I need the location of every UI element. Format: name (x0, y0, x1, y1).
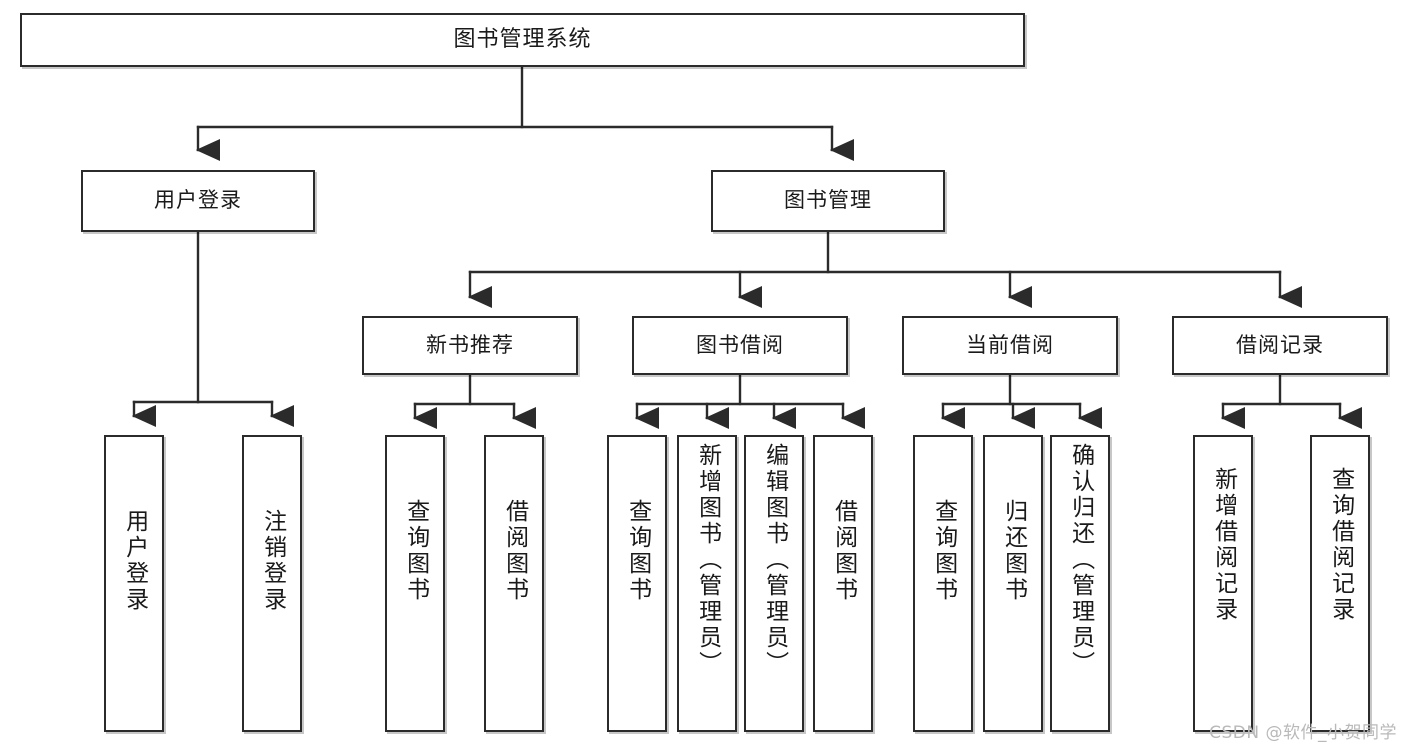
node-leaf-user-logout[interactable]: 注销登录 (242, 435, 302, 732)
node-new-book-rec[interactable]: 新书推荐 (362, 316, 578, 375)
node-borrow-record-label: 借阅记录 (1236, 332, 1324, 357)
node-leaf-user-login-label: 用户登录 (121, 509, 148, 613)
node-leaf-add-record-label: 新增借阅记录 (1210, 467, 1237, 623)
node-current-borrow[interactable]: 当前借阅 (902, 316, 1118, 375)
node-leaf-query-record[interactable]: 查询借阅记录 (1310, 435, 1370, 732)
node-leaf-borrow-book-1-label: 借阅图书 (501, 499, 528, 603)
node-leaf-query-book-2-label: 查询图书 (624, 499, 651, 603)
node-leaf-confirm-return[interactable]: 确认归还（管理员） (1050, 435, 1110, 732)
node-root[interactable]: 图书管理系统 (20, 13, 1025, 67)
node-book-borrow[interactable]: 图书借阅 (632, 316, 848, 375)
node-leaf-add-record[interactable]: 新增借阅记录 (1193, 435, 1253, 732)
node-leaf-edit-book[interactable]: 编辑图书（管理员） (744, 435, 804, 732)
node-book-manage-label: 图书管理 (784, 188, 872, 213)
node-user-login[interactable]: 用户登录 (81, 170, 315, 232)
node-leaf-borrow-book-2[interactable]: 借阅图书 (813, 435, 873, 732)
node-leaf-borrow-book-1[interactable]: 借阅图书 (484, 435, 544, 732)
node-leaf-query-book-1[interactable]: 查询图书 (385, 435, 445, 732)
node-leaf-query-book-1-label: 查询图书 (402, 499, 429, 603)
node-leaf-confirm-return-label: 确认归还（管理员） (1067, 443, 1094, 677)
node-leaf-borrow-book-2-label: 借阅图书 (830, 499, 857, 603)
node-leaf-query-book-2[interactable]: 查询图书 (607, 435, 667, 732)
node-leaf-return-book-label: 归还图书 (1000, 499, 1027, 603)
node-leaf-user-login[interactable]: 用户登录 (104, 435, 164, 732)
node-leaf-query-book-3-label: 查询图书 (930, 499, 957, 603)
node-leaf-query-record-label: 查询借阅记录 (1327, 467, 1354, 623)
node-book-manage[interactable]: 图书管理 (711, 170, 945, 232)
node-book-borrow-label: 图书借阅 (696, 332, 784, 357)
node-user-login-label: 用户登录 (154, 188, 242, 213)
node-leaf-return-book[interactable]: 归还图书 (983, 435, 1043, 732)
node-leaf-add-book[interactable]: 新增图书（管理员） (677, 435, 737, 732)
node-leaf-user-logout-label: 注销登录 (259, 509, 286, 613)
node-leaf-add-book-label: 新增图书（管理员） (694, 443, 721, 677)
node-current-borrow-label: 当前借阅 (966, 332, 1054, 357)
node-root-label: 图书管理系统 (453, 26, 592, 52)
node-borrow-record[interactable]: 借阅记录 (1172, 316, 1388, 375)
node-leaf-query-book-3[interactable]: 查询图书 (913, 435, 973, 732)
node-new-book-rec-label: 新书推荐 (426, 332, 514, 357)
node-leaf-edit-book-label: 编辑图书（管理员） (761, 443, 788, 677)
